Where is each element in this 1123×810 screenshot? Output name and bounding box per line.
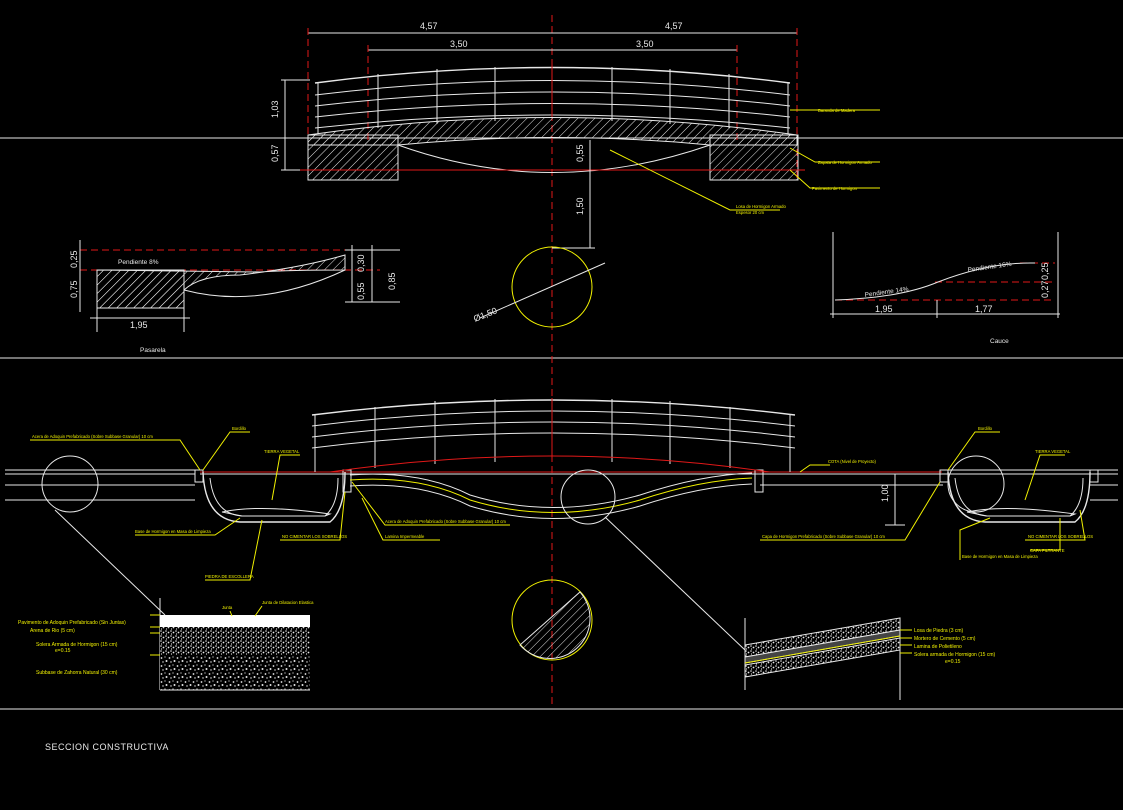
detail-left: 1,95 0,25 0,75 0,30 0,55 0,85 Pendiente … (69, 240, 400, 354)
dim-inner-right: 3,50 (636, 39, 654, 49)
dim-height-rail: 1,03 (270, 100, 280, 118)
label-stone-left: PIEDRA DE ESCOLLERA (205, 574, 254, 579)
gravel-left (221, 507, 332, 517)
layers-right-2: Lamina de Polietileno (914, 644, 962, 650)
drawing-title: SECCION CONSTRUCTIVA (45, 742, 169, 752)
label-footing: Zapata de Hormigon Armado (818, 160, 872, 165)
layers-left-top-1: Junta de Dilatacion Elastica (262, 600, 314, 605)
label-slab-1: Losa de Hormigon Armado (736, 204, 786, 209)
gravel-right (966, 507, 1077, 517)
section-view: 1,00 Acera de Adoquin Prefabricado (Sobr… (5, 398, 1118, 651)
detail-right-dim-left: 1,95 (875, 304, 893, 314)
label-waterproof: Lamina Impermeable (385, 534, 425, 539)
label-channel-right-2: CAPA FILTRANTE (1030, 548, 1065, 553)
layers-left-0: Pavimento de Adoquin Prefabricado (Sin J… (18, 620, 126, 626)
dim-total-right: 4,57 (665, 21, 683, 31)
label-concrete-base-left: Base de Hormigon en Masa de Limpieza (135, 529, 211, 534)
layers-left-1: Arena de Rio (5 cm) (30, 628, 75, 634)
label-fill-left: TIERRA VEGETAL (264, 449, 300, 454)
detail-left-dim-right-c: 0,85 (387, 272, 397, 290)
deck-membrane (349, 477, 753, 513)
label-paving-mid: Acera de Adoquin Prefabricado (Sobre Sub… (385, 519, 506, 524)
layers-right-4: e=0.15 (945, 659, 961, 665)
label-curb-left: Bordillo (232, 426, 247, 431)
label-channel-left: NO CIMENTAR LOS SOBRELLOS (282, 534, 347, 539)
label-slab-2: Espesor 20 cm (736, 210, 764, 215)
label-stone-right: Base de Hormigon en Masa de Limpieza (962, 554, 1038, 559)
layers-left-top-0: Junta (222, 605, 233, 610)
label-level: COTA (Nivel de Proyecto) (828, 459, 876, 464)
detail-left-caption: Pasarela (140, 347, 166, 354)
label-curb-right: Bordillo (978, 426, 993, 431)
layers-left-4: Subbase de Zahorra Natural (30 cm) (36, 670, 118, 676)
detail-right-caption: Cauce (990, 338, 1009, 345)
layers-right-1: Mortero de Cemento (5 cm) (914, 636, 976, 642)
dim-arch: 0,55 (575, 144, 585, 162)
dim-depth: 1,50 (575, 197, 585, 215)
dim-height-base: 0,57 (270, 144, 280, 162)
detail-left-dim-right-a: 0,30 (356, 254, 366, 272)
label-pavement: Pavimento de Hormigon (812, 186, 858, 191)
detail-left-width: 1,95 (130, 320, 148, 330)
circle-lower (511, 579, 593, 661)
layers-right-0: Losa de Piedra (3 cm) (914, 628, 964, 634)
detail-left-dim-top: 0,25 (69, 250, 79, 268)
detail-left-dim-mid: 0,75 (69, 280, 79, 298)
section-dim-height: 1,00 (880, 484, 890, 502)
detail-right-dim-right: 1,77 (975, 304, 993, 314)
label-fill-right: TIERRA VEGETAL (1035, 449, 1071, 454)
detail-right-slope-a: Pendiente 14% (864, 286, 909, 299)
label-channel-right: NO CIMENTAR LOS SOBRELLOS (1028, 534, 1093, 539)
layers-left-2: Solera Armada de Hormigon (15 cm) (36, 642, 118, 648)
detail-left-slope: Pendiente 8% (118, 259, 159, 266)
circle-detail: Ø1,50 (472, 246, 606, 328)
dim-inner-left: 3,50 (450, 39, 468, 49)
layers-right-3: Solera armada de Hormigon (15 cm) (914, 652, 995, 658)
detail-left-dim-right-b: 0,55 (356, 282, 366, 300)
circle-dimension: Ø1,50 (472, 305, 498, 323)
detail-right-dim-a: 0,27 (1040, 280, 1050, 298)
label-paving-left: Acera de Adoquin Prefabricado (Sobre Sub… (32, 434, 153, 439)
elevation-view: 4,57 4,57 3,50 3,50 1,03 0,57 (270, 21, 880, 249)
detail-right-slope-b: Pendiente 16% (967, 261, 1012, 274)
detail-right-dim-b: 0,25 (1040, 262, 1050, 280)
layers-left-3: e=0.15 (55, 648, 71, 654)
label-railing: Baranda de Madera (818, 108, 856, 113)
layers-detail-left: Junta Junta de Dilatacion Elastica Pavim… (18, 598, 314, 691)
layers-detail-right: Losa de Piedra (3 cm) Mortero de Cemento… (744, 617, 995, 700)
label-concrete-base-right: Capa de Hormigon Prefabricado (Sobre Sub… (762, 534, 885, 539)
detail-right: 1,95 1,77 Pendiente 14% Pendiente 16% 0,… (830, 232, 1060, 345)
dim-total-left: 4,57 (420, 21, 438, 31)
